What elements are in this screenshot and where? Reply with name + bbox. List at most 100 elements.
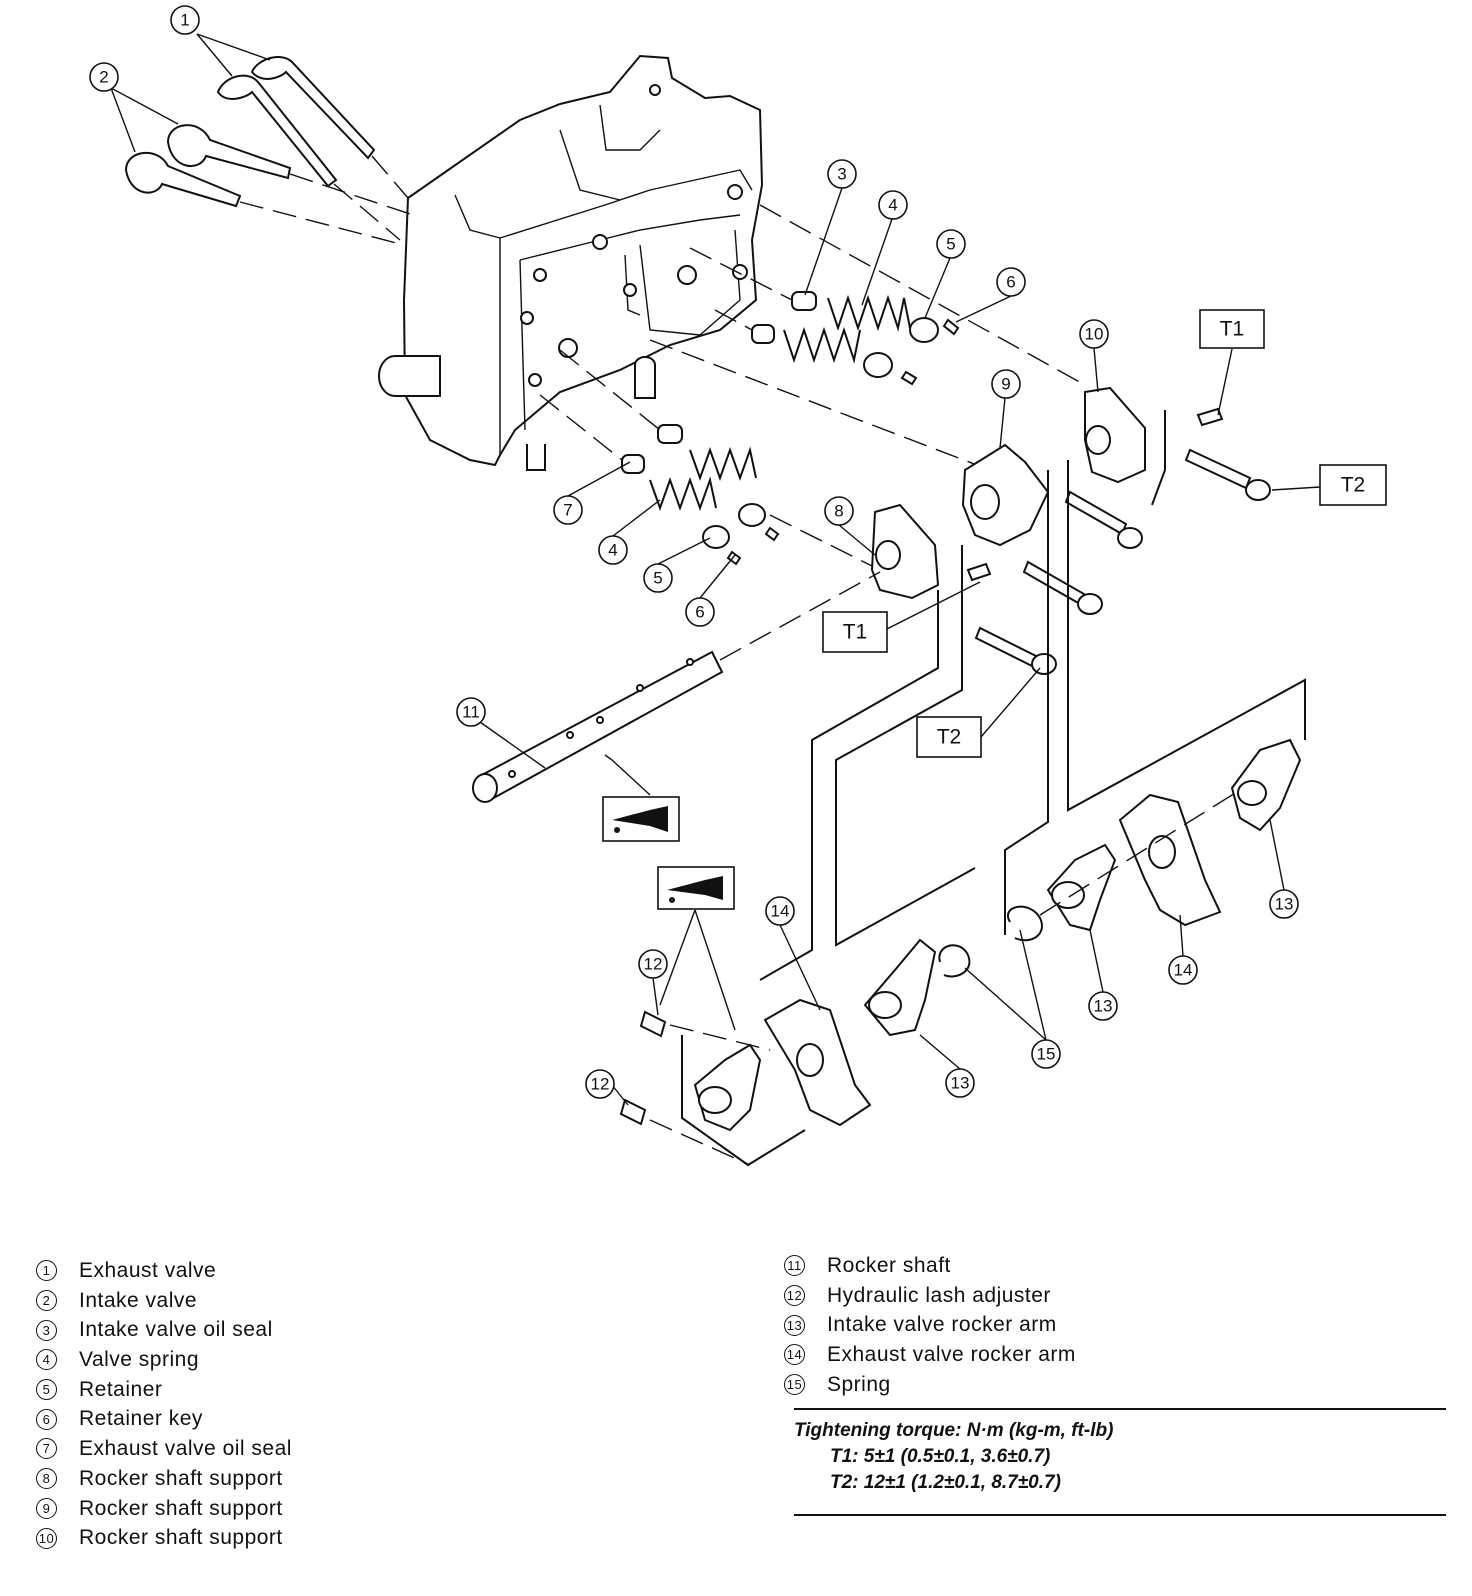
legend-label: Intake valve — [79, 1288, 198, 1312]
legend-item: 11 Rocker shaft — [784, 1251, 1076, 1281]
callout-8: 8 — [824, 496, 854, 526]
callout-1: 1 — [170, 5, 200, 35]
torque-t2: T2: 12±1 (1.2±0.1, 8.7±0.7) — [830, 1472, 1061, 1493]
legend-item: 1 Exhaust valve — [36, 1256, 292, 1286]
callout-13-left: 13 — [945, 1068, 975, 1098]
svg-text:1: 1 — [180, 11, 189, 30]
svg-text:8: 8 — [834, 502, 843, 521]
lower-valve-train — [621, 424, 780, 566]
legend-number: 3 — [36, 1319, 57, 1341]
callout-10: 10 — [1079, 319, 1109, 349]
legend-item: 14 Exhaust valve rocker arm — [784, 1340, 1076, 1370]
legend-number: 12 — [784, 1285, 805, 1307]
legend-number: 7 — [36, 1438, 57, 1460]
svg-text:13: 13 — [1275, 895, 1294, 914]
svg-text:12: 12 — [644, 955, 663, 974]
svg-text:T2: T2 — [1341, 474, 1366, 497]
legend-label: Hydraulic lash adjuster — [827, 1283, 1051, 1307]
oil-can-icon — [657, 866, 735, 910]
rocker-shaft-support-10 — [1084, 386, 1146, 484]
torque-box-t1-middle: T1 — [822, 611, 888, 653]
callout-15: 15 — [1031, 1039, 1061, 1069]
legend-number: 14 — [784, 1344, 805, 1366]
svg-text:5: 5 — [946, 235, 955, 254]
legend-label: Rocker shaft support — [79, 1496, 283, 1520]
legend-label: Valve spring — [79, 1348, 200, 1372]
cylinder-head — [378, 54, 764, 471]
legend-label: Rocker shaft — [827, 1254, 951, 1277]
svg-text:4: 4 — [888, 196, 897, 215]
callout-5-lower: 5 — [643, 563, 673, 593]
svg-text:14: 14 — [1174, 961, 1193, 980]
legend-label: Retainer — [79, 1377, 163, 1401]
exploded-diagram: 1 2 3 4 5 6 10 9 8 7 4 5 6 11 14 13 13 1… — [89, 5, 1387, 1167]
legend-item: 5 Retainer — [36, 1375, 292, 1405]
svg-text:3: 3 — [837, 165, 846, 184]
legend-item: 9 Rocker shaft support — [36, 1494, 292, 1524]
legend-item: 10 Rocker shaft support — [36, 1523, 292, 1553]
callout-14-right: 14 — [1168, 955, 1198, 985]
legend-item: 3 Intake valve oil seal — [36, 1315, 292, 1345]
torque-spec: Tightening torque: N·m (kg-m, ft-lb) T1:… — [794, 1418, 1444, 1496]
legend-item: 12 Hydraulic lash adjuster — [784, 1281, 1076, 1311]
rocker-shaft-support-8 — [870, 503, 940, 600]
legend-number: 9 — [36, 1497, 57, 1519]
callout-6: 6 — [996, 267, 1026, 297]
svg-text:T2: T2 — [937, 726, 962, 749]
legend-number: 11 — [784, 1255, 805, 1277]
torque-box-t2-middle: T2 — [916, 716, 982, 758]
legend-label: Retainer key — [79, 1407, 203, 1431]
svg-text:6: 6 — [695, 603, 704, 622]
legend-number: 5 — [36, 1379, 57, 1401]
legend-label: Exhaust valve rocker arm — [827, 1343, 1076, 1367]
exhaust-valve-pair — [216, 56, 376, 188]
rocker-shaft — [472, 650, 724, 803]
rocker-arms — [619, 738, 1302, 1132]
callout-12-lower: 12 — [585, 1069, 615, 1099]
legend-item: 13 Intake valve rocker arm — [784, 1310, 1076, 1340]
callout-7: 7 — [553, 495, 583, 525]
oil-can-icon — [602, 796, 680, 842]
legend-label: Intake valve oil seal — [79, 1318, 273, 1342]
legend-item: 6 Retainer key — [36, 1404, 292, 1434]
legend-number: 10 — [36, 1527, 57, 1549]
legend-item: 15 Spring — [784, 1370, 1076, 1400]
callout-14: 14 — [765, 896, 795, 926]
legend-label: Exhaust valve — [79, 1259, 217, 1282]
callout-3: 3 — [827, 159, 857, 189]
svg-text:6: 6 — [1006, 273, 1015, 292]
svg-text:13: 13 — [1094, 997, 1113, 1016]
svg-text:10: 10 — [1085, 325, 1104, 344]
callout-2: 2 — [89, 62, 119, 92]
legend-number: 13 — [784, 1314, 805, 1336]
legend-label: Spring — [827, 1372, 891, 1396]
leader-lines — [110, 33, 1321, 1106]
divider-bottom — [794, 1514, 1446, 1516]
callout-9: 9 — [991, 369, 1021, 399]
legend-number: 8 — [36, 1468, 57, 1490]
intake-valve-pair — [124, 124, 292, 208]
legend-number: 15 — [784, 1374, 805, 1396]
upper-valve-train — [751, 291, 960, 386]
legend-number: 1 — [36, 1260, 57, 1282]
svg-text:5: 5 — [653, 569, 662, 588]
legend-label: Intake valve rocker arm — [827, 1313, 1057, 1337]
legend-number: 4 — [36, 1349, 57, 1371]
legend-label: Rocker shaft support — [79, 1526, 283, 1550]
torque-box-t2-right: T2 — [1319, 464, 1387, 506]
legend-number: 6 — [36, 1408, 57, 1430]
divider-top — [794, 1408, 1446, 1410]
callout-4-lower: 4 — [598, 535, 628, 565]
svg-text:7: 7 — [563, 501, 572, 520]
guide-lines — [681, 410, 1306, 1167]
svg-text:9: 9 — [1001, 375, 1010, 394]
rocker-shaft-support-9 — [961, 443, 1050, 547]
callout-4: 4 — [878, 190, 908, 220]
svg-text:13: 13 — [951, 1074, 970, 1093]
callout-6-lower: 6 — [685, 597, 715, 627]
